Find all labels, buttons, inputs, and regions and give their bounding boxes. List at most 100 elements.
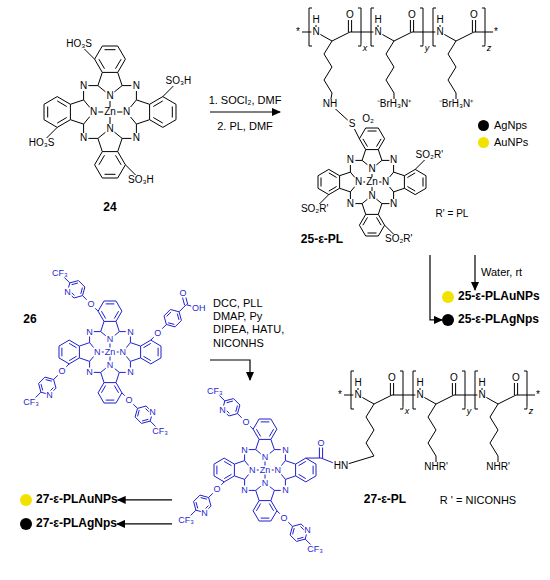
atom-label: N [248, 466, 257, 475]
bond-line [81, 288, 83, 294]
bond-line [259, 521, 271, 522]
bond-line [98, 301, 104, 311]
atom-label: * [535, 390, 541, 400]
bond-line [366, 214, 379, 215]
bond-line [200, 495, 209, 497]
bond-line [436, 395, 454, 404]
bond-line [318, 169, 329, 175]
atom-label: N [218, 405, 227, 414]
bond-line [116, 301, 122, 311]
bond-line [306, 476, 316, 482]
bond-line [168, 323, 174, 325]
bond-line [158, 348, 159, 357]
bond-line [415, 188, 426, 194]
atom-label: O [58, 366, 67, 375]
bond-line [366, 430, 374, 443]
bond-line [194, 502, 196, 511]
product-label: 27-ε-PLAgNps [20, 517, 117, 531]
atom-label: OH [191, 304, 207, 313]
legend-row: AgNps [478, 119, 527, 132]
bond-line [44, 120, 57, 128]
bond-line [253, 429, 259, 439]
atom-label: N [105, 91, 114, 101]
atom-label: O [449, 373, 459, 383]
atom-label: N [132, 81, 141, 91]
bond-line [98, 393, 104, 403]
bond-line [118, 152, 126, 165]
bond-line [69, 343, 76, 347]
bond-line [141, 358, 151, 364]
atom-label: CF₃ [206, 387, 224, 396]
bond-line [377, 139, 382, 147]
bond-line [102, 46, 117, 47]
product-label: 25-ε-PLAgNps [442, 313, 539, 327]
reagent-text: R ' = NICONHS [439, 495, 517, 506]
bond-line [524, 371, 527, 372]
bond-line [285, 476, 295, 480]
bond-line [363, 139, 368, 147]
bond-line [363, 217, 368, 225]
bond-line [116, 383, 122, 393]
bond-line [238, 405, 240, 414]
bond-line [234, 399, 240, 405]
bond-line [371, 8, 372, 46]
atom-label: NH [322, 99, 338, 109]
bond-line [428, 443, 436, 456]
bond-line [225, 399, 234, 401]
bond-line [324, 80, 332, 93]
bond-line [271, 419, 277, 429]
bond-line [316, 464, 317, 476]
bond-line [130, 343, 140, 347]
bond-line [413, 371, 416, 372]
bond-line [102, 178, 117, 179]
product-name: 27-ε-PLAgNps [36, 517, 117, 531]
atom-label: H [311, 15, 320, 25]
atom-label: N [45, 390, 54, 399]
atom-label: N [79, 81, 88, 91]
bond-line [359, 225, 365, 236]
product-name: 27-ε-PLAuNPs [36, 493, 118, 507]
atom-label: O [469, 10, 479, 20]
bond-line [167, 312, 172, 317]
atom-label: O [179, 289, 188, 298]
bond-line [465, 371, 466, 409]
product-name: 25-ε-PLAgNps [458, 313, 539, 327]
bond-line [144, 343, 151, 347]
bond-line [358, 8, 361, 9]
legend-swatch [478, 120, 489, 131]
bond-line [359, 128, 365, 139]
atom-label: Zn [104, 348, 117, 357]
bond-line [118, 138, 122, 151]
bond-line [59, 346, 60, 358]
bond-line [101, 321, 104, 331]
bond-line [374, 395, 392, 404]
nanoparticle-dot [20, 518, 32, 530]
bond-line [290, 526, 292, 535]
bond-line [253, 501, 259, 511]
atom-label: CF₃ [177, 516, 195, 525]
bond-line [234, 464, 235, 476]
bond-line [144, 356, 151, 360]
bond-line [299, 461, 306, 465]
reaction-arrow [118, 499, 172, 500]
bond-line [309, 8, 312, 9]
product-label: 25-ε-PLAuNPs [442, 290, 540, 304]
bond-line [150, 97, 163, 105]
bond-line [224, 476, 234, 482]
atom-label: R' = PL [435, 209, 470, 219]
bond-line [296, 458, 306, 464]
bond-line [164, 316, 166, 325]
atom-label: N [261, 478, 270, 487]
reaction-conditions: Water, rt [481, 266, 522, 279]
bond-line [39, 377, 45, 383]
legend-text: AgNps [494, 119, 527, 132]
nanoparticle-dot [20, 494, 32, 506]
bond-line [256, 429, 260, 436]
atom-label: O [153, 329, 162, 338]
bond-line [293, 524, 302, 526]
bond-line [104, 403, 116, 404]
product-label: 27-ε-PLAuNPs [20, 493, 118, 507]
bond-line [177, 314, 179, 320]
bond-line [106, 303, 115, 304]
